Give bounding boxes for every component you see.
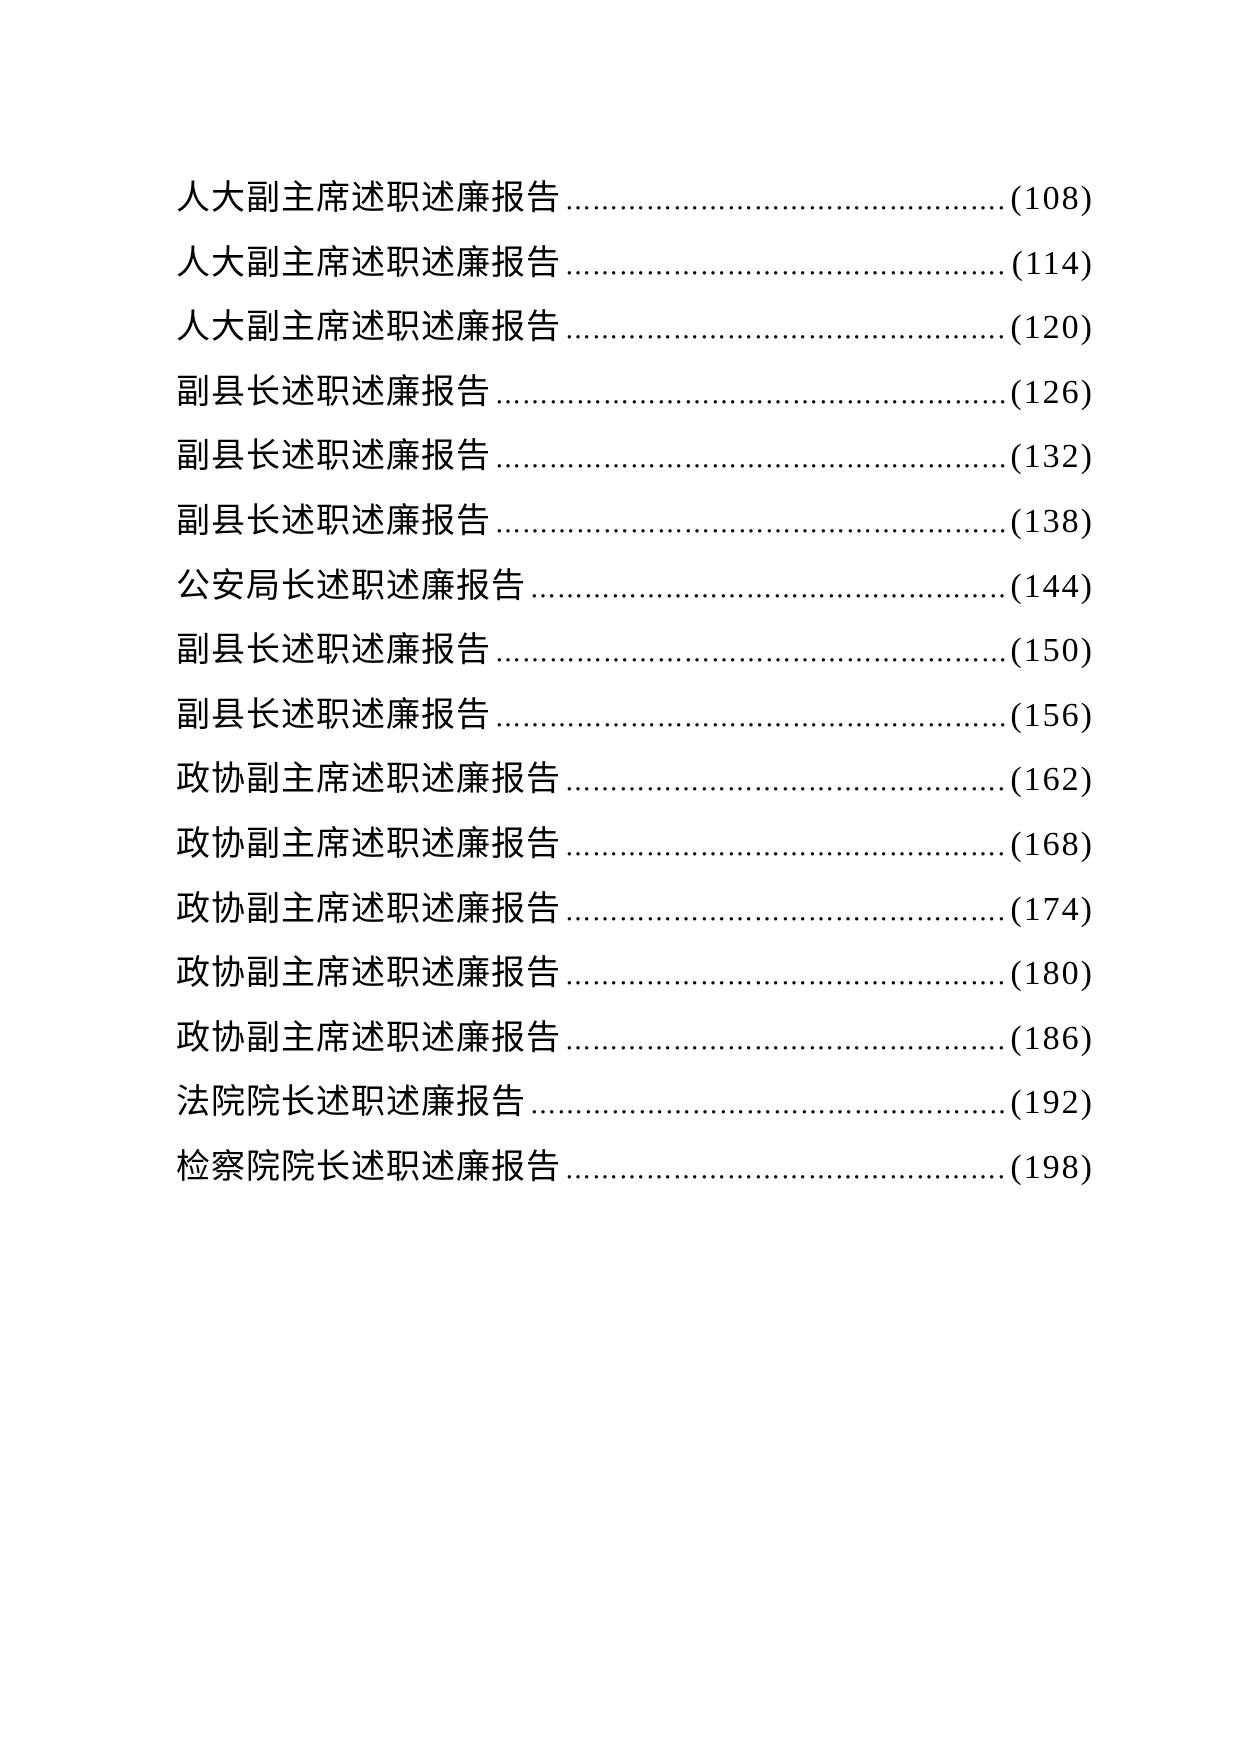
toc-entry[interactable]: 副县长述职述廉报告 (138) <box>176 493 1094 558</box>
toc-entry[interactable]: 副县长述职述廉报告 (126) <box>176 364 1094 429</box>
toc-entry-page: (180) <box>1010 955 1094 993</box>
toc-entry-title: 人大副主席述职述廉报告 <box>176 178 561 218</box>
toc-entry[interactable]: 人大副主席述职述廉报告 (114) <box>176 235 1094 300</box>
toc-entry-title: 副县长述职述廉报告 <box>176 630 491 671</box>
toc-entry-page: (132) <box>1010 438 1094 476</box>
toc-entry-page: (126) <box>1010 373 1094 411</box>
toc-entry-title: 法院院长述职述廉报告 <box>176 1082 526 1123</box>
toc-dot-leader <box>495 638 1006 668</box>
toc-entry-title: 副县长述职述廉报告 <box>176 436 491 477</box>
toc-dot-leader <box>565 1026 1006 1056</box>
toc-entry-page: (120) <box>1010 309 1094 347</box>
toc-entry[interactable]: 检察院院长述职述廉报告 (198) <box>176 1139 1094 1204</box>
toc-dot-leader <box>565 832 1006 862</box>
toc-entry[interactable]: 政协副主席述职述廉报告 (162) <box>176 751 1094 816</box>
table-of-contents: 人大副主席述职述廉报告 (108) 人大副主席述职述廉报告 (114) 人大副主… <box>176 170 1094 1204</box>
toc-entry[interactable]: 副县长述职述廉报告 (132) <box>176 428 1094 493</box>
toc-entry-page: (114) <box>1011 244 1094 282</box>
toc-dot-leader <box>495 380 1006 410</box>
toc-entry-page: (108) <box>1010 180 1094 217</box>
toc-entry-page: (156) <box>1010 696 1094 734</box>
toc-dot-leader <box>495 509 1006 539</box>
toc-entry-title: 副县长述职述廉报告 <box>176 694 491 735</box>
toc-entry[interactable]: 副县长述职述廉报告 (150) <box>176 622 1094 687</box>
toc-entry-title: 政协副主席述职述廉报告 <box>176 823 561 864</box>
toc-dot-leader <box>530 574 1006 604</box>
toc-dot-leader <box>565 897 1006 927</box>
toc-entry-title: 政协副主席述职述廉报告 <box>176 1017 561 1058</box>
toc-dot-leader <box>565 186 1006 216</box>
toc-entry[interactable]: 公安局长述职述廉报告 (144) <box>176 558 1094 623</box>
toc-entry-title: 政协副主席述职述廉报告 <box>176 953 561 994</box>
toc-entry[interactable]: 政协副主席述职述廉报告 (174) <box>176 881 1094 946</box>
toc-entry-page: (138) <box>1010 502 1094 540</box>
toc-entry[interactable]: 政协副主席述职述廉报告 (180) <box>176 945 1094 1010</box>
toc-entry-page: (150) <box>1010 632 1094 670</box>
toc-entry[interactable]: 人大副主席述职述廉报告 (108) <box>176 170 1094 235</box>
toc-entry-title: 副县长述职述廉报告 <box>176 371 491 412</box>
toc-entry-page: (198) <box>1010 1148 1094 1186</box>
toc-dot-leader <box>565 1155 1006 1185</box>
toc-entry-title: 公安局长述职述廉报告 <box>176 565 526 606</box>
toc-entry-page: (192) <box>1010 1084 1094 1122</box>
toc-entry-page: (168) <box>1010 825 1094 863</box>
toc-entry-title: 政协副主席述职述廉报告 <box>176 888 561 929</box>
toc-entry[interactable]: 人大副主席述职述廉报告 (120) <box>176 299 1094 364</box>
toc-entry-title: 副县长述职述廉报告 <box>176 500 491 541</box>
toc-entry-page: (162) <box>1010 761 1094 799</box>
toc-entry-title: 政协副主席述职述廉报告 <box>176 759 561 800</box>
toc-entry[interactable]: 法院院长述职述廉报告 (192) <box>176 1074 1094 1139</box>
toc-entry[interactable]: 副县长述职述廉报告 (156) <box>176 687 1094 752</box>
toc-dot-leader <box>565 251 1008 281</box>
toc-entry-title: 人大副主席述职述廉报告 <box>176 307 561 348</box>
toc-entry-page: (144) <box>1010 567 1094 605</box>
toc-dot-leader <box>565 315 1006 345</box>
toc-entry-title: 检察院院长述职述廉报告 <box>176 1146 561 1187</box>
toc-dot-leader <box>565 767 1006 797</box>
toc-dot-leader <box>495 703 1006 733</box>
toc-dot-leader <box>565 961 1006 991</box>
toc-dot-leader <box>530 1090 1006 1120</box>
toc-entry-page: (174) <box>1010 890 1094 928</box>
toc-entry-page: (186) <box>1010 1019 1094 1057</box>
toc-entry-title: 人大副主席述职述廉报告 <box>176 242 561 283</box>
toc-entry[interactable]: 政协副主席述职述廉报告 (186) <box>176 1010 1094 1075</box>
toc-dot-leader <box>495 444 1006 474</box>
toc-entry[interactable]: 政协副主席述职述廉报告 (168) <box>176 816 1094 881</box>
